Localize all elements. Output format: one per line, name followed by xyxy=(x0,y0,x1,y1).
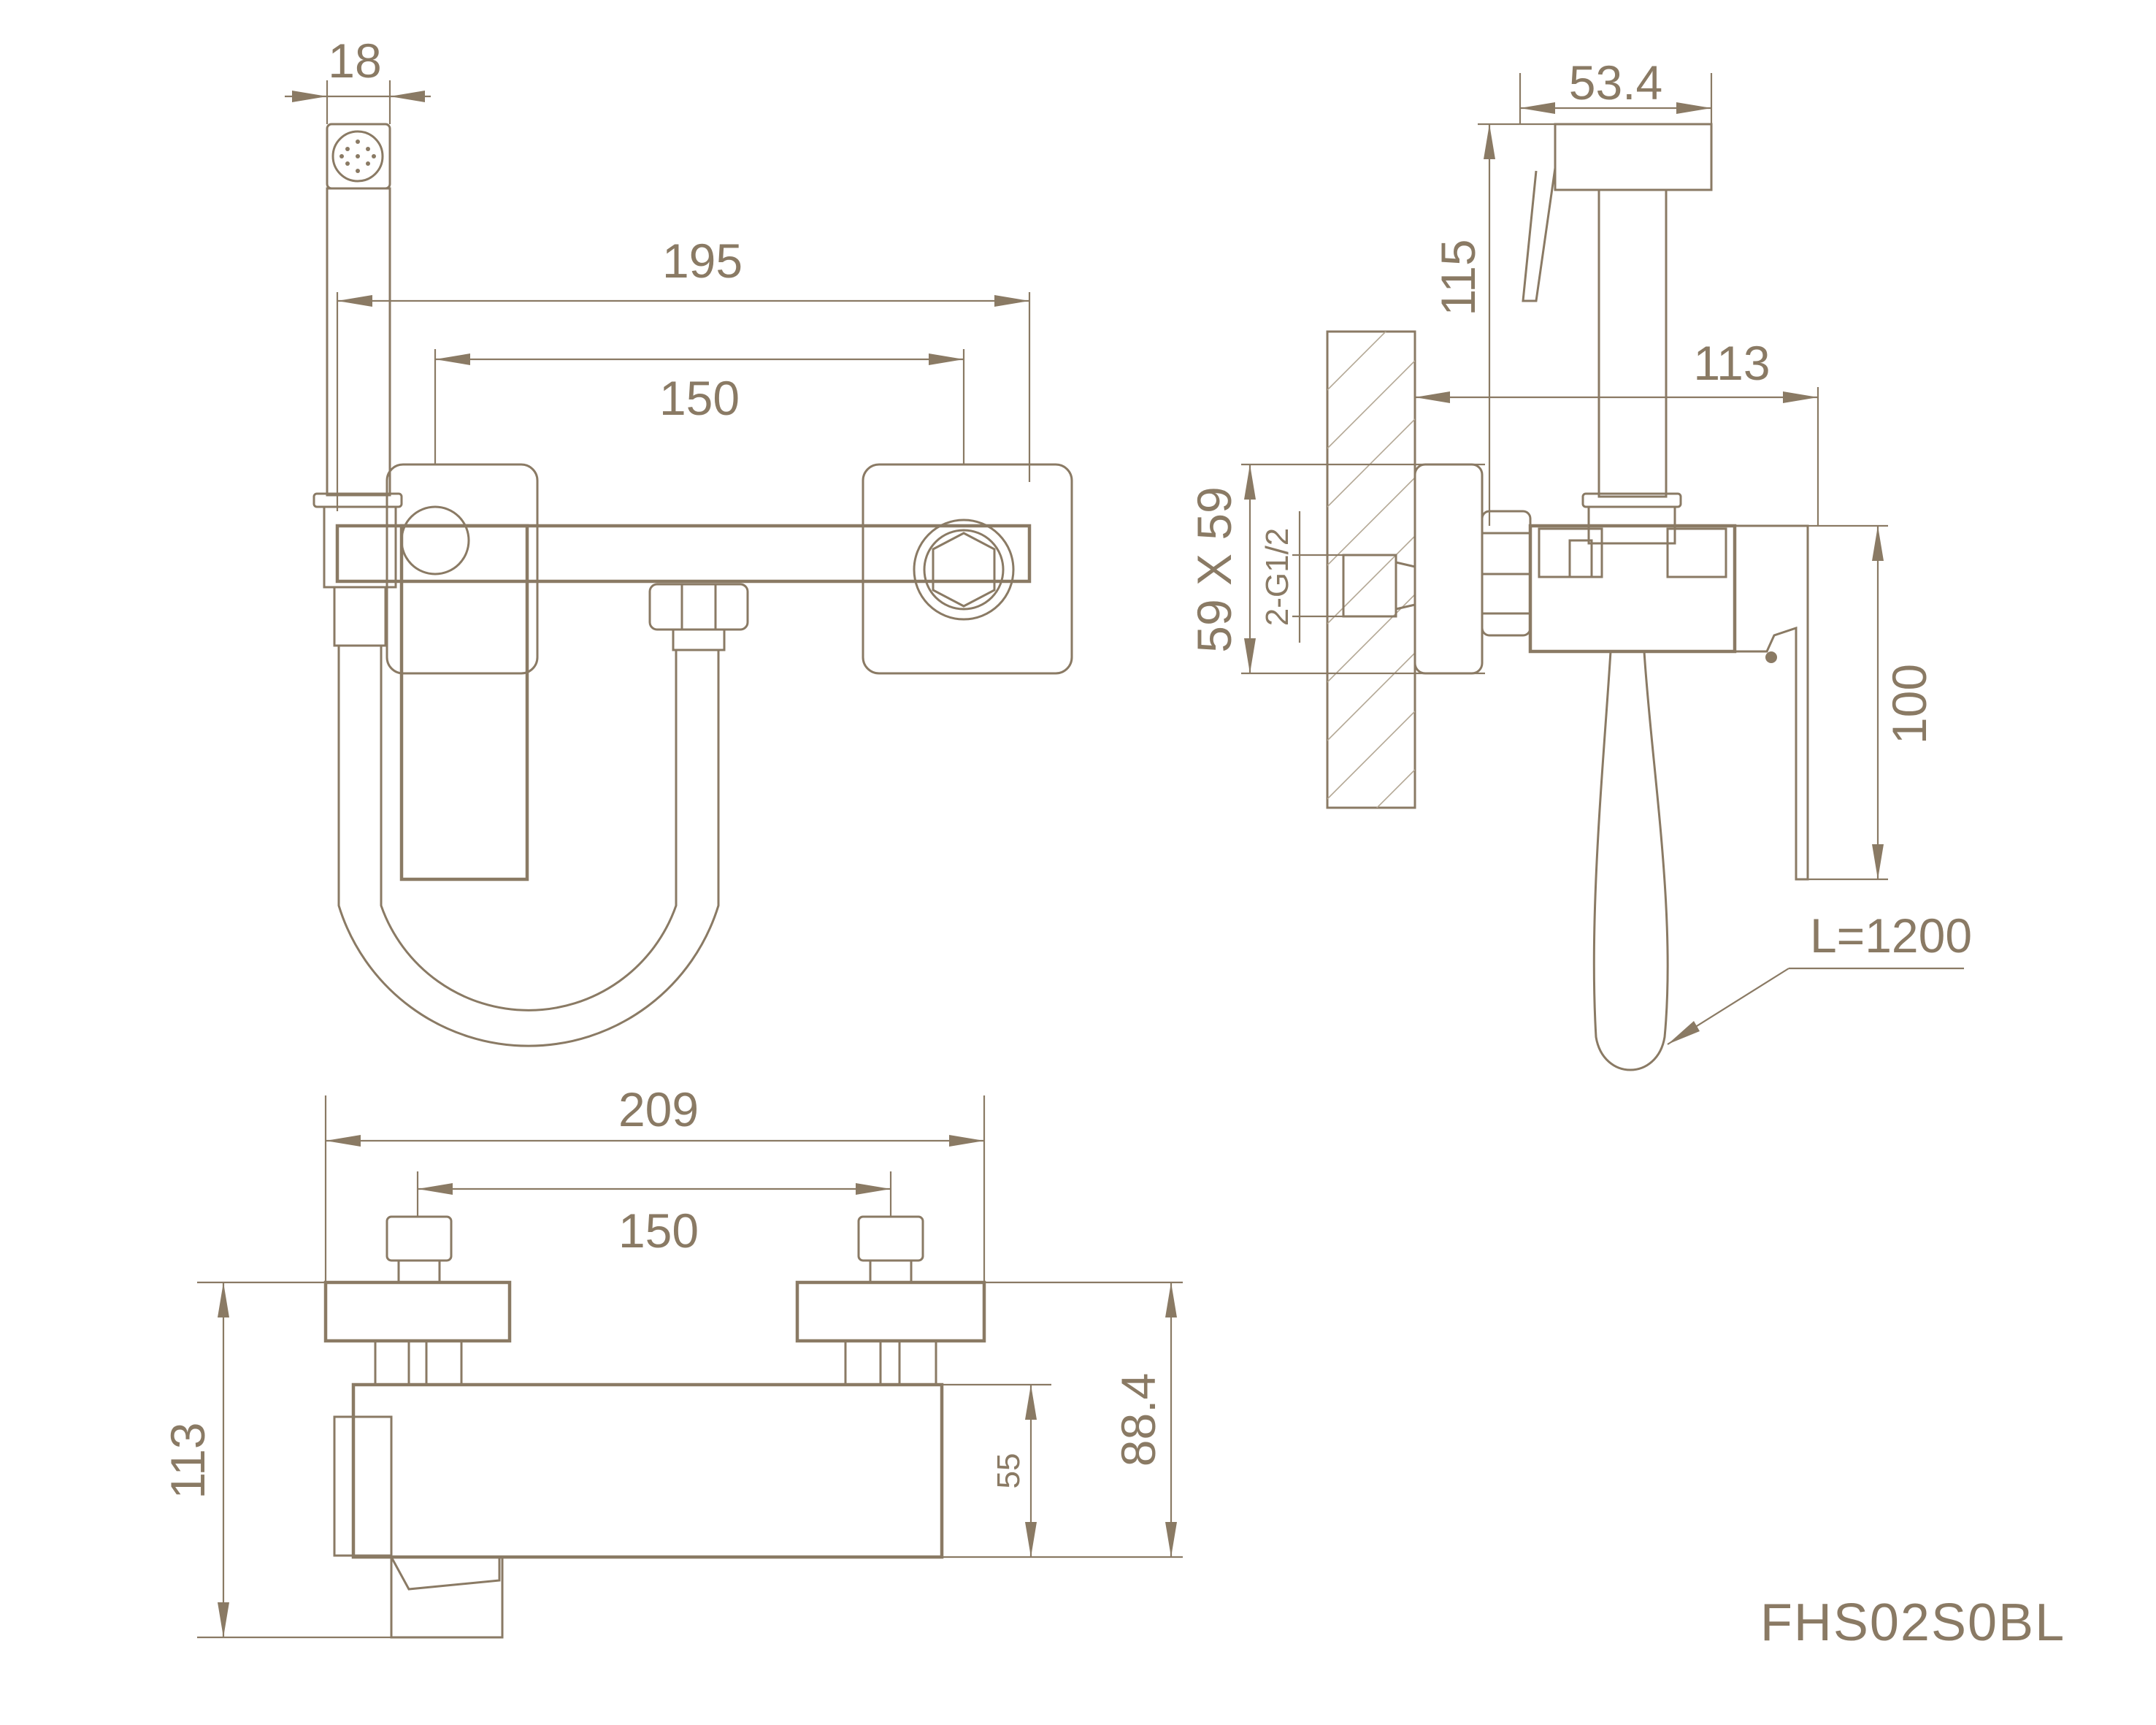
front-view: 18 195 150 xyxy=(285,34,1073,1047)
nut-bottom-right xyxy=(844,1339,937,1386)
flange-bottom-right xyxy=(795,1280,986,1343)
left-flange xyxy=(385,463,539,675)
dim-center-distance-label: 150 xyxy=(659,371,740,425)
hose-length-label: L=1200 xyxy=(1810,909,1972,963)
mixer-body-side xyxy=(1528,524,1737,654)
lever-bottom xyxy=(390,1556,504,1639)
inlet-left xyxy=(385,1215,453,1262)
lever-side xyxy=(1735,524,1809,881)
dim-overall-width-bottom-label: 209 xyxy=(618,1082,699,1136)
dim-inlet-height-label: 88.4 xyxy=(1111,1373,1165,1466)
mixer-lever xyxy=(399,524,529,881)
model-code: FHS02S0BL xyxy=(1760,1594,2065,1652)
dim-projection-label: 113 xyxy=(1693,336,1770,390)
dim-total-height-label: 113 xyxy=(161,1422,215,1499)
hose-side xyxy=(1592,651,1669,1071)
dim-body-height-label: 55 xyxy=(991,1453,1027,1489)
bottom-view: 209 150 113 xyxy=(161,1082,1183,1639)
dim-sprayer-depth-label: 53.4 xyxy=(1569,56,1662,110)
mixer-bar xyxy=(335,524,1032,584)
dim-thread-label: 2-G1/2 xyxy=(1259,528,1295,627)
sprayer-head-side xyxy=(1554,123,1713,191)
right-flange xyxy=(862,463,1073,675)
dim-sprayer-height-label: 115 xyxy=(1431,239,1485,315)
hose-nut xyxy=(648,583,749,631)
dim-handle-width-label: 18 xyxy=(328,34,381,88)
body-bottom xyxy=(351,1382,944,1559)
spray-head xyxy=(326,123,391,497)
flange-side xyxy=(1413,463,1484,675)
dim-center-distance-bottom-label: 150 xyxy=(618,1204,699,1258)
inlet-right xyxy=(857,1215,924,1262)
flange-bottom-left xyxy=(323,1280,512,1343)
nut-bottom-left xyxy=(374,1339,463,1386)
dim-lever-height-label: 100 xyxy=(1882,664,1936,744)
side-view: 53.4 115 xyxy=(1187,56,1972,1071)
dim-flange-label: 59 X 59 xyxy=(1187,486,1241,653)
dim-overall-width-label: 195 xyxy=(662,234,743,288)
wall-section xyxy=(1326,330,1416,809)
hose-loop xyxy=(337,646,720,1047)
holder-bottom xyxy=(333,1415,393,1557)
